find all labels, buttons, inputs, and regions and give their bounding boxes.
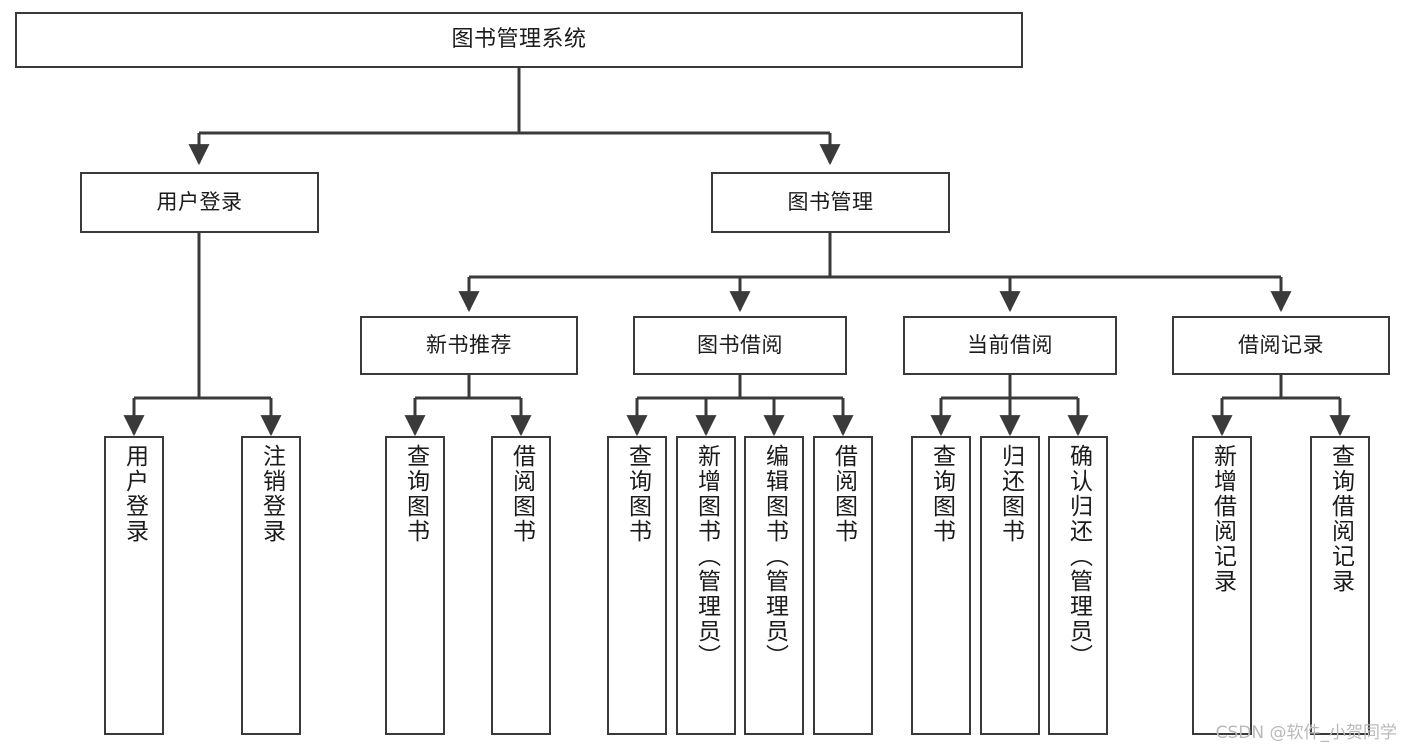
leaf-borrow-book-1-label: 借阅图书	[508, 444, 535, 544]
leaf-add-record-label: 新增借阅记录	[1209, 444, 1236, 594]
node-current-borrow[interactable]: 当前借阅	[903, 316, 1117, 375]
leaf-user-logout-label: 注销登录	[258, 444, 285, 544]
leaf-user-login[interactable]: 用户登录	[104, 436, 164, 735]
node-borrow-record-label: 借阅记录	[1238, 333, 1324, 358]
node-borrow-record[interactable]: 借阅记录	[1172, 316, 1390, 375]
leaf-borrow-book-2[interactable]: 借阅图书	[813, 436, 873, 735]
node-book-borrow-label: 图书借阅	[697, 333, 783, 358]
leaf-query-record-label: 查询借阅记录	[1327, 444, 1354, 594]
node-user-login[interactable]: 用户登录	[80, 172, 319, 233]
leaf-confirm-return[interactable]: 确认归还（管理员）	[1048, 436, 1108, 735]
leaf-user-logout[interactable]: 注销登录	[241, 436, 301, 735]
node-book-borrow[interactable]: 图书借阅	[633, 316, 847, 375]
leaf-edit-book-label: 编辑图书（管理员）	[761, 444, 788, 669]
node-new-book-recommend[interactable]: 新书推荐	[360, 316, 578, 375]
node-root-label: 图书管理系统	[451, 27, 587, 53]
node-root[interactable]: 图书管理系统	[15, 12, 1023, 68]
node-user-login-label: 用户登录	[156, 190, 243, 215]
leaf-edit-book[interactable]: 编辑图书（管理员）	[744, 436, 804, 735]
leaf-add-book[interactable]: 新增图书（管理员）	[676, 436, 736, 735]
leaf-return-book-label: 归还图书	[997, 444, 1024, 544]
leaf-query-book-1-label: 查询图书	[402, 444, 429, 544]
leaf-query-book-3[interactable]: 查询图书	[911, 436, 971, 735]
leaf-query-book-2-label: 查询图书	[624, 444, 651, 544]
node-book-manage-label: 图书管理	[787, 190, 874, 215]
node-new-book-recommend-label: 新书推荐	[426, 333, 512, 358]
leaf-borrow-book-1[interactable]: 借阅图书	[491, 436, 551, 735]
leaf-query-book-1[interactable]: 查询图书	[385, 436, 445, 735]
node-book-manage[interactable]: 图书管理	[711, 172, 950, 233]
leaf-query-book-3-label: 查询图书	[928, 444, 955, 544]
leaf-confirm-return-label: 确认归还（管理员）	[1065, 444, 1092, 669]
leaf-add-book-label: 新增图书（管理员）	[693, 444, 720, 669]
leaf-query-record[interactable]: 查询借阅记录	[1310, 436, 1370, 735]
leaf-return-book[interactable]: 归还图书	[980, 436, 1040, 735]
leaf-borrow-book-2-label: 借阅图书	[830, 444, 857, 544]
watermark: CSDN @软件_小贺同学	[1215, 723, 1397, 743]
leaf-query-book-2[interactable]: 查询图书	[607, 436, 667, 735]
leaf-user-login-label: 用户登录	[121, 444, 148, 544]
leaf-add-record[interactable]: 新增借阅记录	[1192, 436, 1252, 735]
node-current-borrow-label: 当前借阅	[967, 333, 1053, 358]
